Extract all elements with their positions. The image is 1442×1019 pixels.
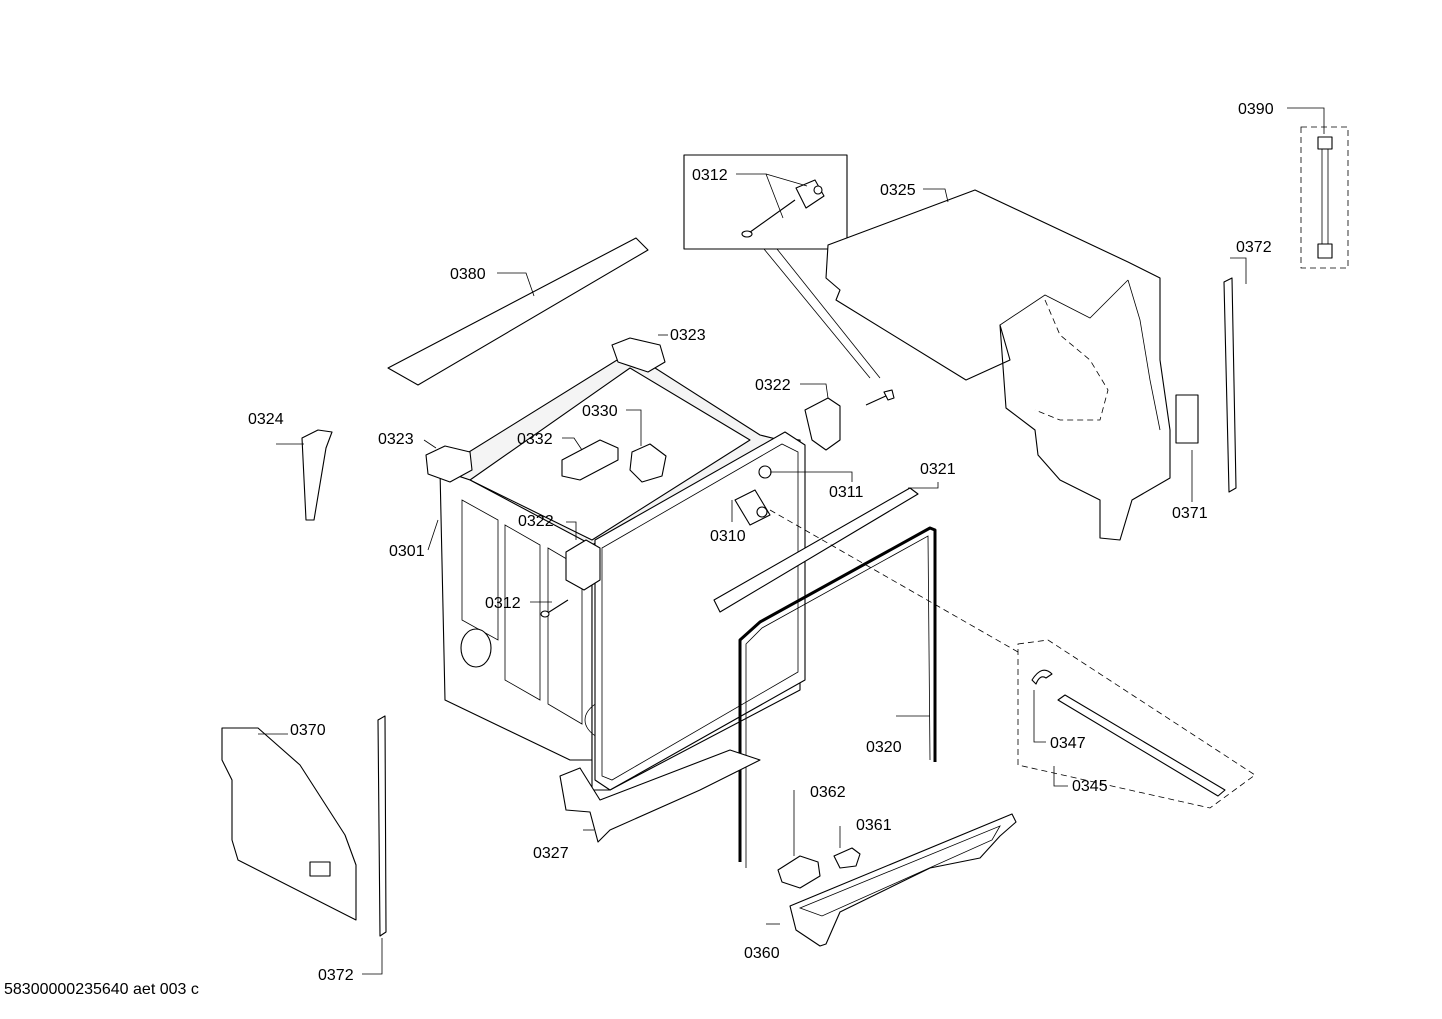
part-0360-base-support: [766, 813, 1017, 947]
document-id: 58300000235640 aet 003 c: [4, 981, 199, 998]
part-0310-hinge-assembly: [731, 489, 771, 526]
part-0322-mid-clip: [565, 521, 601, 591]
callout-0390: 0390: [1238, 101, 1274, 118]
part-0380-top-strip: [387, 237, 649, 386]
callout-0324: 0324: [248, 411, 284, 428]
part-0362-pump: [777, 790, 821, 889]
part-0323-top-bracket: [611, 334, 668, 373]
callout-0322-top: 0322: [755, 377, 791, 394]
part-0372-right-strip: [1223, 257, 1247, 493]
callout-0320: 0320: [866, 739, 902, 756]
callout-0330: 0330: [582, 403, 618, 420]
callout-0371: 0371: [1172, 505, 1208, 522]
callout-0310: 0310: [710, 528, 746, 545]
part-0322-top-clip: [800, 383, 841, 451]
callout-0347: 0347: [1050, 735, 1086, 752]
callout-0362: 0362: [810, 784, 846, 801]
part-0325-top-cover: [825, 188, 1199, 541]
callout-0332: 0332: [517, 431, 553, 448]
callout-0372-bottom: 0372: [318, 967, 354, 984]
part-0330-door-lock: [626, 409, 667, 483]
callout-0380: 0380: [450, 266, 486, 283]
callout-0321: 0321: [920, 461, 956, 478]
callout-0325: 0325: [880, 182, 916, 199]
part-0390-cable: [1287, 107, 1349, 269]
callout-0322-mid: 0322: [518, 513, 554, 530]
callout-0312-box: 0312: [692, 167, 728, 184]
callout-0360: 0360: [744, 945, 780, 962]
callout-0361: 0361: [856, 817, 892, 834]
part-0323-left-bracket: [423, 439, 473, 483]
callout-0372-right: 0372: [1236, 239, 1272, 256]
part-0321-seal-strip: [713, 482, 939, 613]
callout-0370: 0370: [290, 722, 326, 739]
detail-box-0312: [683, 154, 895, 406]
part-0327-base-trim: [559, 749, 761, 843]
part-0324-hinge-arm: [276, 429, 333, 521]
callout-0323-top: 0323: [670, 327, 706, 344]
part-0345-group: [769, 509, 1256, 809]
callout-0311: 0311: [829, 484, 864, 501]
part-0320-door-gasket: [738, 526, 937, 868]
part-0312-mid-screw: [530, 599, 569, 618]
callout-0323-left: 0323: [378, 431, 414, 448]
callout-0345: 0345: [1072, 778, 1108, 795]
part-0311-hinge: [758, 465, 853, 482]
part-0361-clip: [833, 826, 861, 869]
part-0372-bottom-strip: [362, 715, 387, 975]
part-0332-lock-cover: [561, 437, 619, 481]
callout-0327: 0327: [533, 845, 569, 862]
part-0370-side-panel: [221, 727, 357, 921]
callout-0312-mid: 0312: [485, 595, 521, 612]
callout-0301: 0301: [389, 543, 425, 560]
